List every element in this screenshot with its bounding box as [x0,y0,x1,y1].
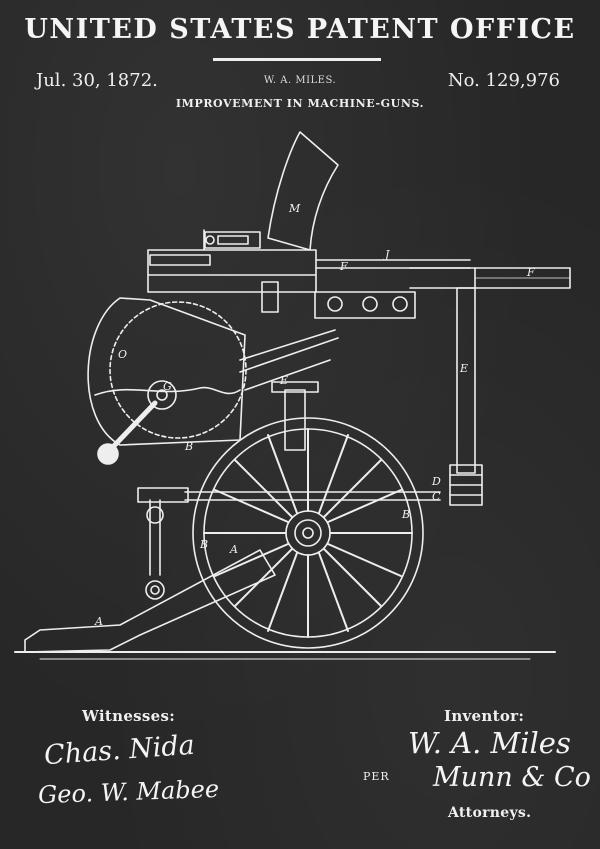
pedestal [271,381,319,451]
per-label: PER [363,770,390,783]
patent-number: No. 129,976 [447,70,560,91]
letter-j: J [383,248,390,261]
letter-a-trail: A [94,615,103,628]
crank-handle [97,380,177,465]
letter-o: O [118,348,127,361]
letter-c: C [432,490,441,503]
letter-m: M [288,202,301,215]
letter-b-frame: B [199,538,208,551]
feed-mechanism [203,229,261,251]
inventor-label: Inventor: [444,707,525,725]
letter-b: B [184,440,193,453]
letter-a: A [229,543,238,556]
inventor-signature: W. A. Miles [408,726,571,760]
letter-e: E [459,362,468,375]
letter-f: F [339,260,348,273]
carriage-wheel [192,417,424,649]
reference-letters: M J F F E E O G B B A A D C B [94,202,535,628]
cam-housing [87,297,247,446]
magazine-hopper [267,131,339,251]
patent-date: Jul. 30, 1872. [36,70,158,91]
bolt-frame [314,291,416,319]
letter-e-body: E [279,374,288,387]
letter-g: G [163,380,172,393]
inventor-heading: W. A. MILES. [263,75,337,86]
connecting-rods [239,329,339,391]
support-rod [449,287,483,506]
ground-line [14,651,556,660]
axle [184,491,441,501]
letter-f-barrel: F [526,266,535,279]
patent-subject: IMPROVEMENT IN MACHINE-GUNS. [175,97,425,110]
attorneys-signature: Munn & Co [433,762,591,793]
title-underline [213,58,381,61]
attorneys-label: Attorneys. [448,805,532,821]
receiver-body [147,249,471,313]
trail-carriage [24,487,276,653]
letter-b-wheel: B [401,508,410,521]
letter-d: D [431,475,441,488]
barrel [409,267,571,289]
witnesses-label: Witnesses: [82,707,176,725]
machine-gun-drawing: M J F F E E O G B B A A D C B [14,131,571,660]
office-title: UNITED STATES PATENT OFFICE [24,14,576,45]
